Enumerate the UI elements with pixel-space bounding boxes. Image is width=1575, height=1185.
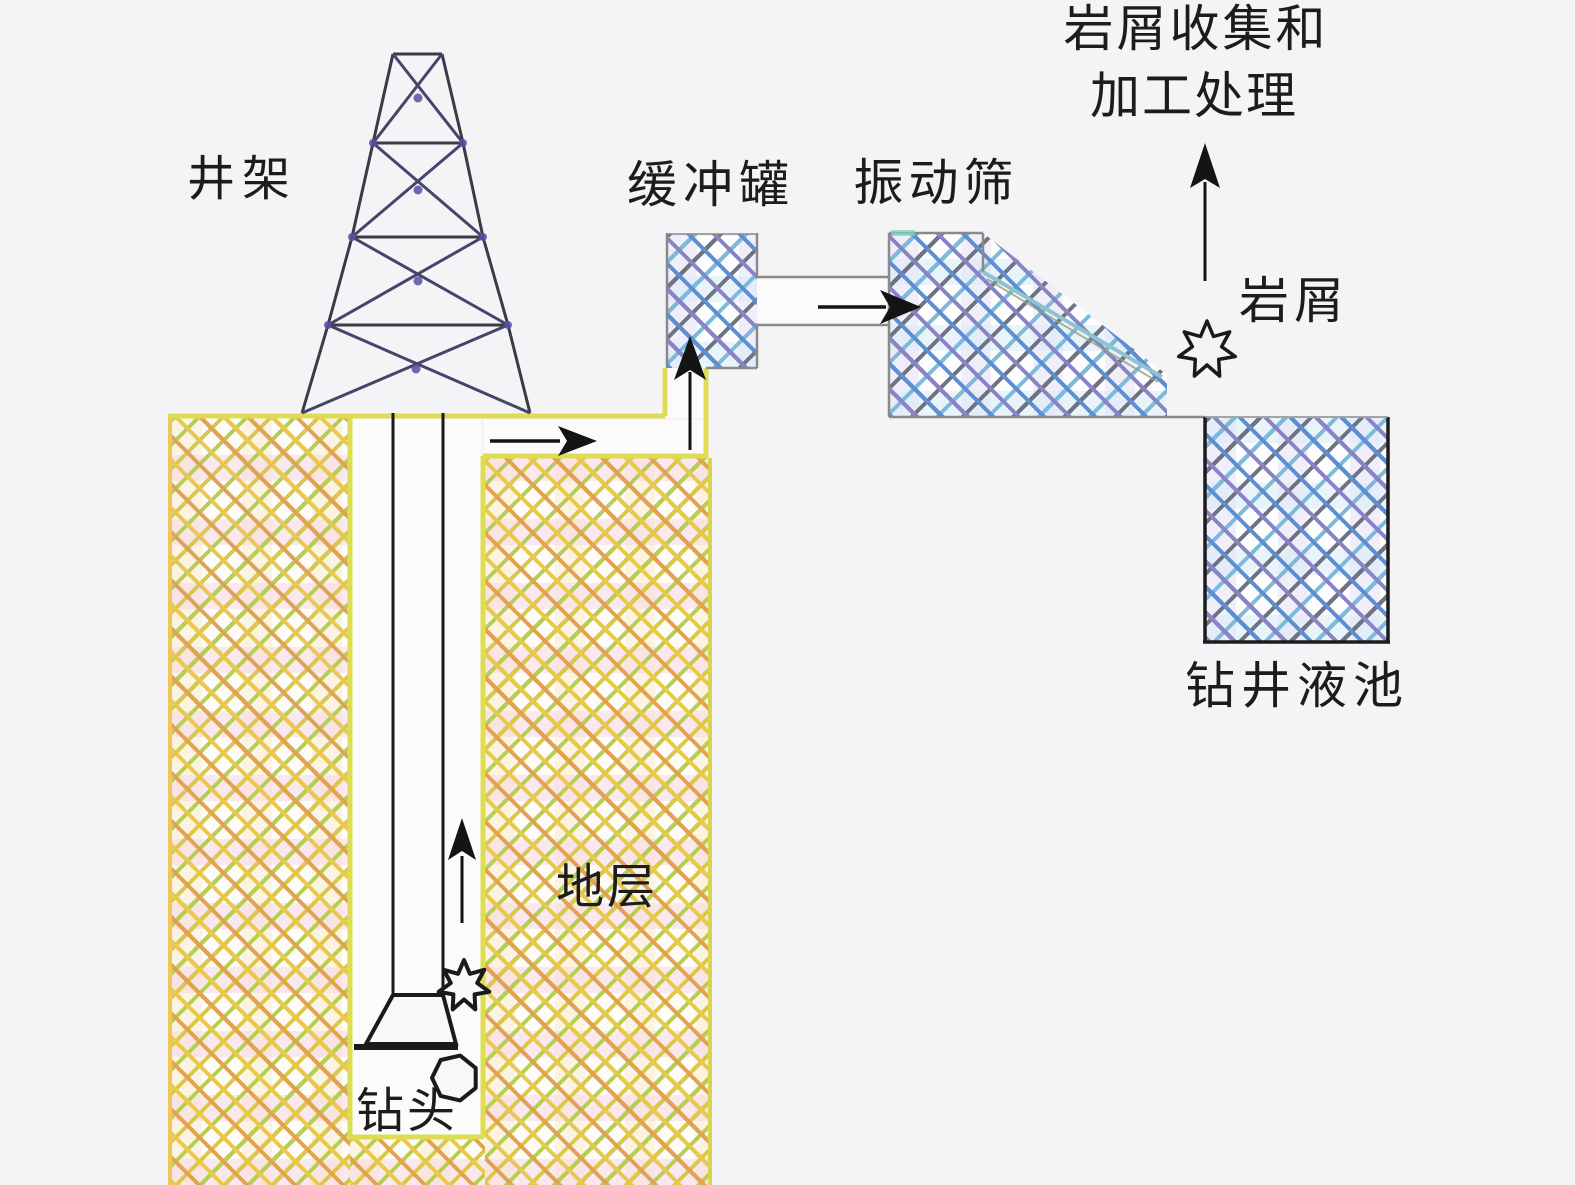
wellbore-cuttings-star-icon [436,958,492,1012]
label-drilling-fluid-pit: 钻井液池 [1185,657,1409,714]
drill-bit-shape [354,993,459,1050]
surface-return-channel [484,420,706,455]
arrow-surface-flow-right [490,426,597,456]
formation-right-block [485,458,712,1185]
arrow-annulus-up [448,818,476,923]
drilling-fluid-pit-outline [1203,416,1390,644]
derrick-structure [300,52,532,415]
tank-to-shaker-pipe [757,279,889,323]
shale-shaker-outline [887,230,1205,419]
label-formation: 地层 [555,861,659,914]
drill-string [391,413,445,993]
label-cuttings: 岩屑 [1239,272,1349,329]
label-drill-bit: 钻头 [355,1085,459,1138]
rock-fragment-heptagon-icon [430,1053,478,1103]
formation-below-wellbore [350,1138,485,1185]
shaker-slope-deck [981,270,1164,379]
derrick-x-braces [301,53,531,415]
arrow-tank-to-shaker [818,290,921,324]
formation-left-block [168,417,354,1185]
drilling-fluid-pit-fill [1206,418,1387,641]
label-derrick: 井架 [186,153,298,206]
label-cuttings-processing-line1: 岩屑收集和 [1063,0,1329,57]
buffer-tank-fill [667,234,757,368]
arrow-riser-up [674,336,706,450]
label-shale-shaker: 振动筛 [853,154,1019,211]
buffer-tank-outline [665,233,890,370]
flow-arrows [448,143,1220,923]
derrick-joint-nodes [324,93,512,374]
label-buffer-tank: 缓冲罐 [627,156,795,213]
arrow-to-processing [1190,143,1220,281]
wellbore-yellow-borders [168,368,709,1140]
shaker-teal-accent [891,230,915,236]
riser-channel [667,368,706,418]
screen-cuttings-star-icon [1176,319,1238,378]
label-cuttings-processing-line2: 加工处理 [1090,67,1298,124]
